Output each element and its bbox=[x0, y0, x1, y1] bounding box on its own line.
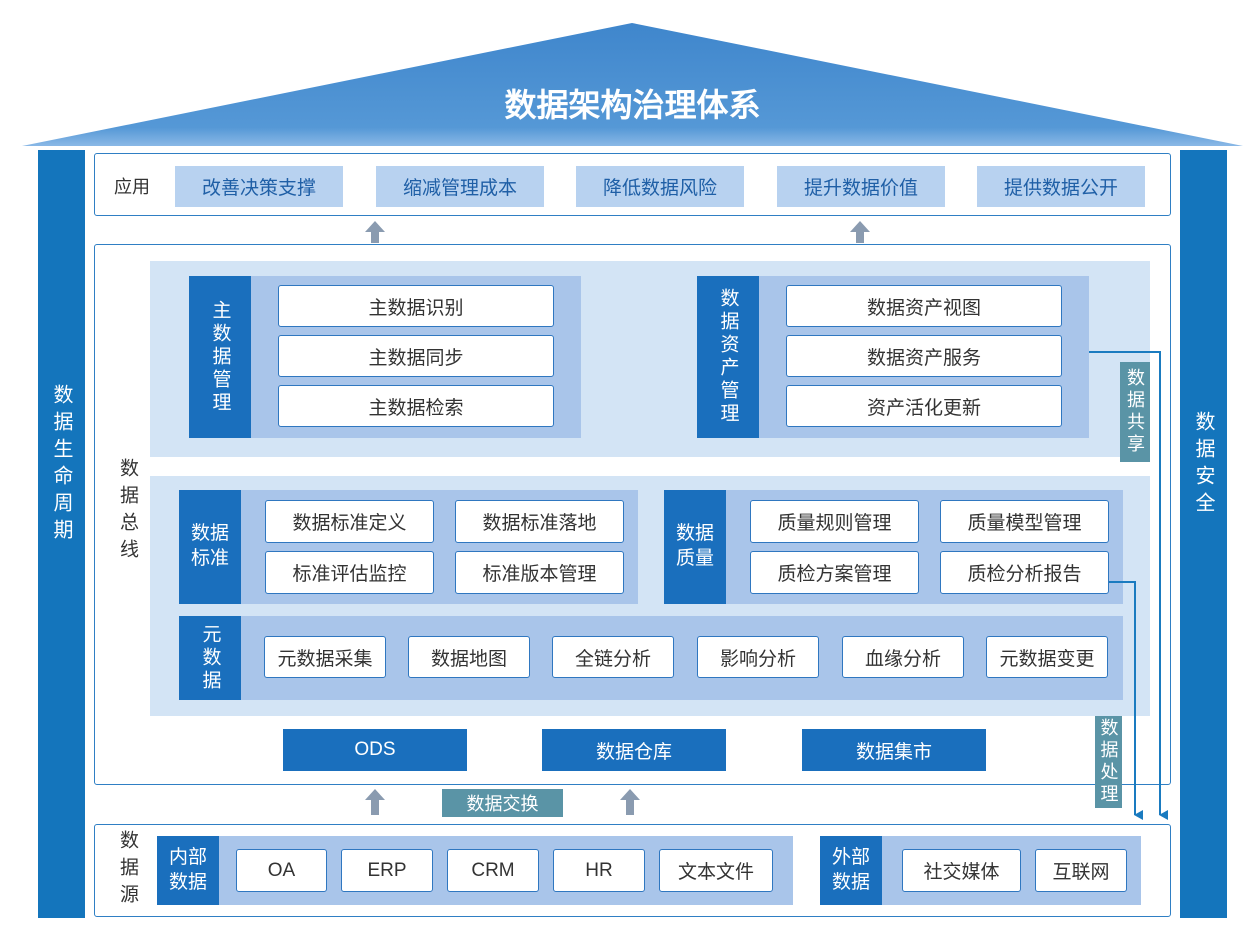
data-processing-label: 数据处理 bbox=[1095, 716, 1122, 808]
data-source-label: 数据源 bbox=[114, 830, 141, 917]
internal-source-item: 文本文件 bbox=[659, 849, 773, 892]
metadata-item: 全链分析 bbox=[552, 636, 674, 678]
up-arrow-icon bbox=[620, 789, 640, 815]
data-quality-item: 质量规则管理 bbox=[750, 500, 919, 543]
roof bbox=[22, 23, 1243, 146]
data-standard-label: 数据标准 bbox=[179, 490, 241, 604]
data-standard-label-text: 数据标准 bbox=[190, 523, 229, 569]
data-source-label-text: 数据源 bbox=[117, 830, 138, 911]
internal-source-item: OA bbox=[236, 849, 327, 892]
external-source-item: 社交媒体 bbox=[902, 849, 1021, 892]
data-quality-item: 质检方案管理 bbox=[750, 551, 919, 594]
data-quality-label: 数据质量 bbox=[664, 490, 726, 604]
left-pillar-label: 数据生命周期 bbox=[50, 384, 72, 546]
data-asset-item: 资产活化更新 bbox=[786, 385, 1062, 427]
storage-ods: ODS bbox=[283, 729, 467, 771]
external-data-label: 外部数据 bbox=[820, 836, 882, 905]
data-quality-item: 质检分析报告 bbox=[940, 551, 1109, 594]
data-standard-item: 标准版本管理 bbox=[455, 551, 624, 594]
data-quality-item: 质量模型管理 bbox=[940, 500, 1109, 543]
data-processing-text: 数据处理 bbox=[1098, 718, 1119, 806]
metadata-item: 数据地图 bbox=[408, 636, 530, 678]
external-source-item: 互联网 bbox=[1035, 849, 1127, 892]
master-data-item: 主数据同步 bbox=[278, 335, 554, 377]
application-item: 改善决策支撑 bbox=[175, 166, 343, 207]
master-data-label: 主数据管理 bbox=[189, 276, 251, 438]
data-bus-label-text: 数据总线 bbox=[117, 458, 138, 566]
up-arrow-icon bbox=[365, 221, 385, 243]
application-label: 应用 bbox=[114, 177, 150, 197]
master-data-item: 主数据检索 bbox=[278, 385, 554, 427]
metadata-item: 影响分析 bbox=[697, 636, 819, 678]
master-data-item: 主数据识别 bbox=[278, 285, 554, 327]
data-standard-item: 数据标准落地 bbox=[455, 500, 624, 543]
external-data-label-text: 外部数据 bbox=[831, 846, 870, 893]
data-bus-label: 数据总线 bbox=[114, 458, 141, 572]
metadata-label: 元数据 bbox=[179, 616, 241, 700]
application-item: 缩减管理成本 bbox=[376, 166, 544, 207]
right-pillar-label: 数据安全 bbox=[1192, 411, 1214, 519]
data-quality-label-text: 数据质量 bbox=[675, 523, 714, 569]
master-data-label-text: 主数据管理 bbox=[209, 299, 231, 415]
right-pillar-security: 数据安全 bbox=[1180, 150, 1227, 918]
data-standard-item: 数据标准定义 bbox=[265, 500, 434, 543]
metadata-item: 元数据变更 bbox=[986, 636, 1108, 678]
metadata-label-text: 元数据 bbox=[199, 623, 221, 693]
diagram-title: 数据架构治理体系 bbox=[504, 87, 761, 123]
metadata-item: 元数据采集 bbox=[264, 636, 386, 678]
internal-data-label: 内部数据 bbox=[157, 836, 219, 905]
data-asset-item: 数据资产服务 bbox=[786, 335, 1062, 377]
application-item: 提升数据价值 bbox=[777, 166, 945, 207]
data-asset-label-text: 数据资产管理 bbox=[717, 288, 739, 426]
internal-source-item: CRM bbox=[447, 849, 539, 892]
data-standard-item: 标准评估监控 bbox=[265, 551, 434, 594]
application-item: 降低数据风险 bbox=[576, 166, 744, 207]
storage-warehouse: 数据仓库 bbox=[542, 729, 726, 771]
internal-source-item: ERP bbox=[341, 849, 433, 892]
data-exchange-label: 数据交换 bbox=[442, 789, 563, 817]
internal-data-label-text: 内部数据 bbox=[168, 846, 207, 893]
data-asset-item: 数据资产视图 bbox=[786, 285, 1062, 327]
metadata-item: 血缘分析 bbox=[842, 636, 964, 678]
internal-source-item: HR bbox=[553, 849, 645, 892]
up-arrow-icon bbox=[365, 789, 385, 815]
application-item: 提供数据公开 bbox=[977, 166, 1145, 207]
up-arrow-icon bbox=[850, 221, 870, 243]
data-asset-label: 数据资产管理 bbox=[697, 276, 759, 438]
storage-mart: 数据集市 bbox=[802, 729, 986, 771]
left-pillar-lifecycle: 数据生命周期 bbox=[38, 150, 85, 918]
data-sharing-text: 数据共享 bbox=[1125, 368, 1145, 456]
data-sharing-label: 数据共享 bbox=[1120, 362, 1150, 462]
